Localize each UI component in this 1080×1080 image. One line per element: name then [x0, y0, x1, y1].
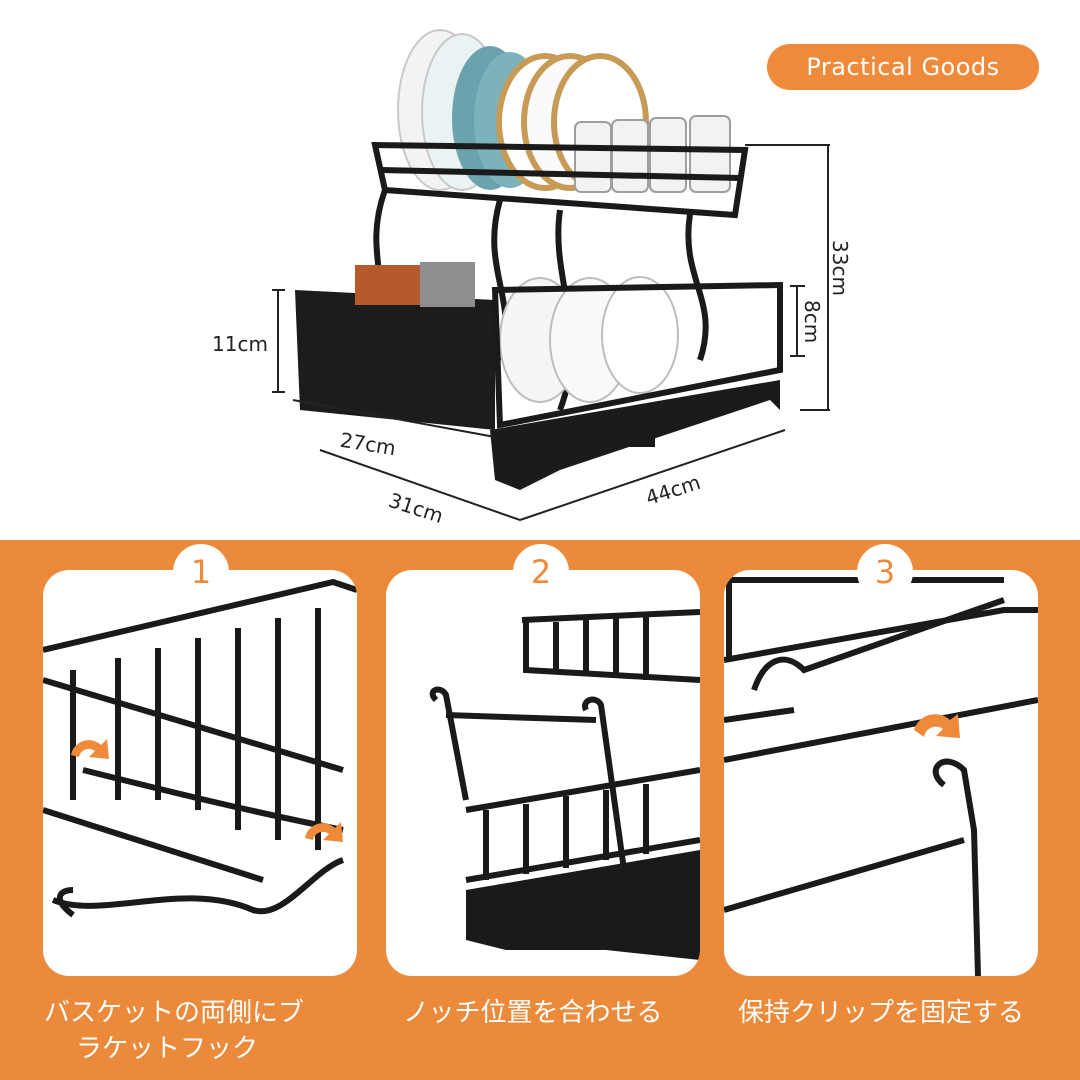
caption-line: ラケットフック — [76, 1034, 259, 1064]
product-section: Practical Goods — [212, 29, 1039, 529]
step-caption-1: バスケットの両側にブ ラケットフック — [44, 995, 344, 1067]
dim-total-height: 33cm — [828, 240, 852, 296]
arrow-icon — [71, 739, 343, 842]
caption-line: バスケットの両側にブ — [44, 998, 305, 1028]
step-number-1: 1 — [173, 544, 229, 600]
step-panel-2 — [386, 570, 700, 976]
utensil-holder — [295, 262, 495, 430]
dish-rack-illustration — [272, 29, 830, 521]
bracket-hook-illustration — [43, 578, 357, 918]
step-panel-3 — [724, 570, 1038, 976]
dim-basket-height: 11cm — [212, 332, 268, 356]
dim-upper-clearance: 8cm — [800, 300, 824, 344]
clip-illustration — [724, 577, 1038, 976]
dimension-lines — [272, 144, 830, 521]
step-caption-2: ノッチ位置を合わせる — [403, 998, 663, 1028]
step-number-2: 2 — [513, 544, 569, 600]
glasses — [574, 115, 731, 193]
step-panel-1 — [43, 570, 357, 976]
brand-badge: Practical Goods — [767, 44, 1039, 90]
step-caption-3: 保持クリップを固定する — [738, 998, 1025, 1028]
arrow-icon — [914, 714, 960, 738]
notch-illustration — [429, 609, 700, 960]
lower-tier — [490, 276, 783, 490]
step-number-3: 3 — [857, 544, 913, 600]
